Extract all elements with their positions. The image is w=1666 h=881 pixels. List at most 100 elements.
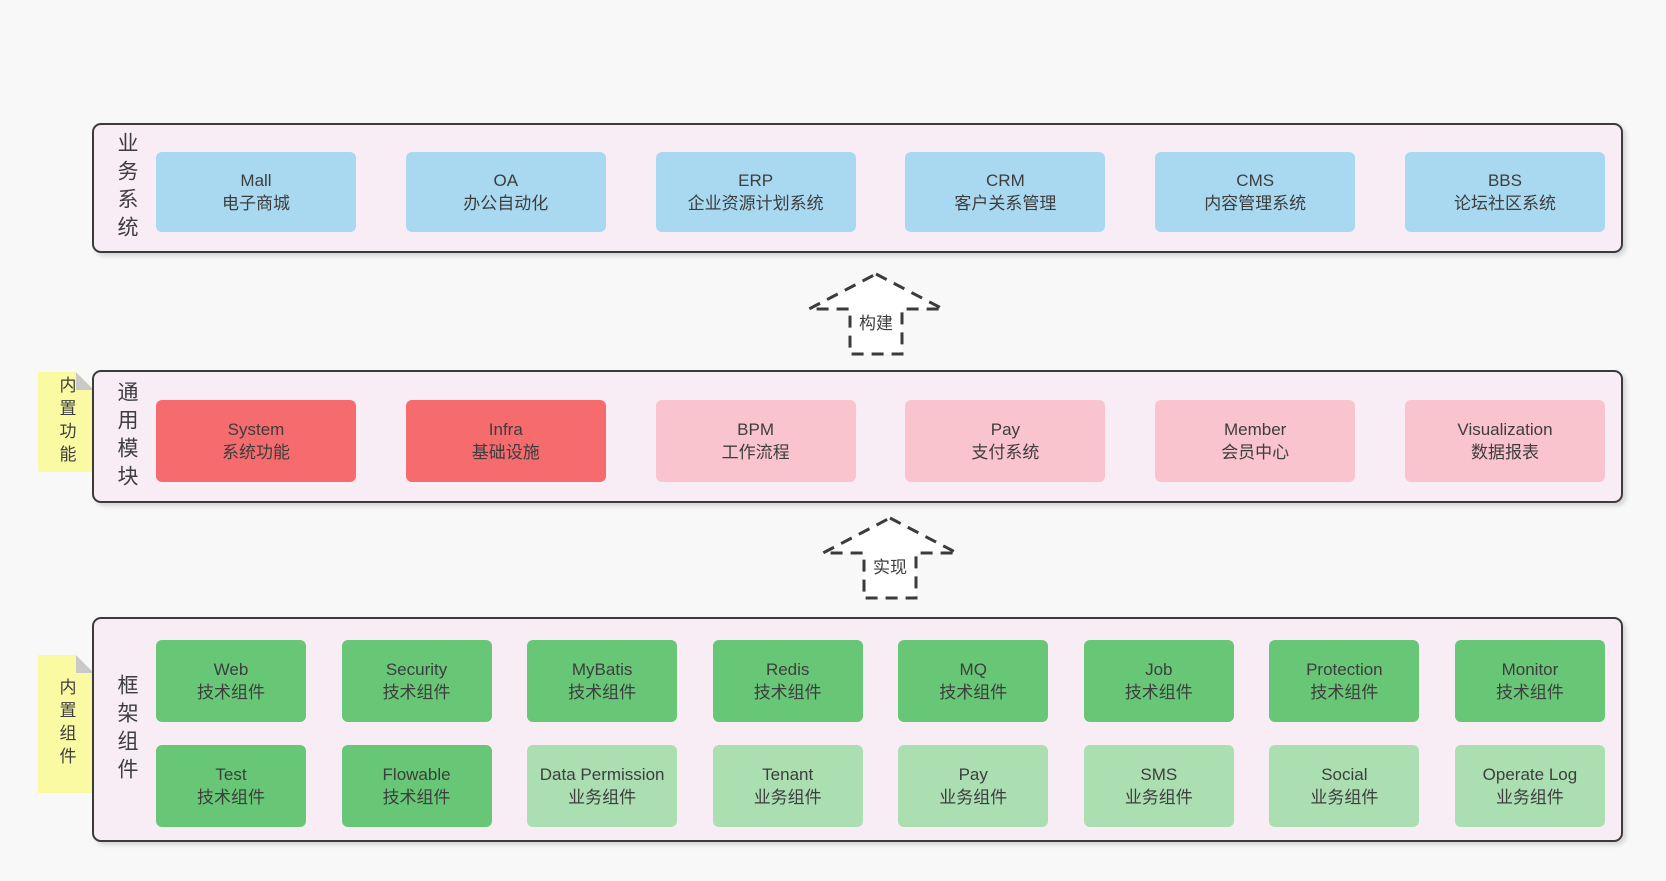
panel-side-label: 通用模块 (115, 380, 138, 493)
box-oa: OA 办公自动化 (405, 152, 606, 232)
box-desc: 内容管理系统 (1204, 194, 1307, 213)
box-desc: 技术组件 (382, 788, 451, 807)
box-desc: 技术组件 (939, 683, 1008, 702)
box-name: Mall (240, 171, 272, 190)
box-name: Flowable (382, 765, 451, 784)
box-desc: 工作流程 (721, 443, 790, 462)
business-box-row: Mall 电子商城 OA 办公自动化 ERP 企业资源计划系统 CRM 客户关系… (156, 152, 1605, 232)
box-name: Test (215, 765, 247, 784)
box-name: Pay (990, 420, 1021, 439)
box-desc: 客户关系管理 (954, 194, 1057, 213)
box-name: Visualization (1457, 420, 1553, 439)
box-pay-module: Pay 支付系统 (905, 400, 1106, 482)
box-name: Redis (765, 660, 810, 679)
box-desc: 业务组件 (568, 788, 637, 807)
box-name: Protection (1306, 660, 1383, 679)
box-mall: Mall 电子商城 (156, 152, 356, 232)
box-desc: 数据报表 (1470, 443, 1539, 462)
sticky-note-built-in-functions: 内置功能 (38, 372, 94, 472)
dashed-up-arrow-implement: 实现 (820, 515, 960, 601)
box-desc: 支付系统 (971, 443, 1040, 462)
box-tenant: Tenant 业务组件 (712, 745, 863, 827)
box-bpm: BPM 工作流程 (655, 400, 856, 482)
box-visualization: Visualization 数据报表 (1404, 400, 1605, 482)
box-crm: CRM 客户关系管理 (905, 152, 1106, 232)
box-test: Test 技术组件 (156, 745, 306, 827)
box-sms: SMS 业务组件 (1083, 745, 1234, 827)
arrow-label: 构建 (857, 309, 895, 334)
box-bbs: BBS 论坛社区系统 (1404, 152, 1605, 232)
box-desc: 业务组件 (1495, 788, 1564, 807)
box-desc: 业务组件 (1310, 788, 1379, 807)
sticky-note-built-in-components: 内置组件 (38, 655, 94, 793)
box-monitor: Monitor 技术组件 (1454, 640, 1605, 722)
box-name: Member (1224, 420, 1287, 439)
box-name: Pay (958, 765, 988, 784)
box-desc: 技术组件 (1495, 683, 1564, 702)
panel-business-systems: 业务系统 Mall 电子商城 OA 办公自动化 ERP 企业资源计划系统 CRM… (92, 123, 1623, 253)
box-data-permission: Data Permission 业务组件 (527, 745, 678, 827)
box-desc: 技术组件 (753, 683, 822, 702)
box-desc: 技术组件 (197, 788, 265, 807)
box-name: Job (1145, 660, 1173, 679)
box-desc: 业务组件 (753, 788, 822, 807)
box-name: ERP (738, 171, 774, 190)
box-web: Web 技术组件 (156, 640, 306, 722)
box-desc: 业务组件 (1124, 788, 1193, 807)
box-desc: 系统功能 (222, 443, 290, 462)
box-social: Social 业务组件 (1269, 745, 1420, 827)
box-desc: 基础设施 (471, 443, 540, 462)
box-name: MyBatis (571, 660, 633, 679)
box-name: Security (385, 660, 448, 679)
box-system: System 系统功能 (156, 400, 356, 482)
box-desc: 技术组件 (197, 683, 265, 702)
box-desc: 企业资源计划系统 (687, 194, 824, 213)
box-desc: 技术组件 (1310, 683, 1379, 702)
box-desc: 办公自动化 (463, 194, 549, 213)
box-name: Monitor (1501, 660, 1559, 679)
box-name: Tenant (762, 765, 814, 784)
box-name: Social (1321, 765, 1368, 784)
arrow-label: 实现 (871, 553, 909, 578)
modules-box-row: System 系统功能 Infra 基础设施 BPM 工作流程 Pay 支付系统… (156, 400, 1605, 482)
box-job: Job 技术组件 (1083, 640, 1234, 722)
box-erp: ERP 企业资源计划系统 (655, 152, 856, 232)
box-cms: CMS 内容管理系统 (1155, 152, 1356, 232)
box-flowable: Flowable 技术组件 (341, 745, 492, 827)
box-desc: 技术组件 (382, 683, 451, 702)
box-infra: Infra 基础设施 (405, 400, 606, 482)
box-desc: 会员中心 (1221, 443, 1290, 462)
panel-side-label: 框架组件 (115, 673, 138, 786)
box-protection: Protection 技术组件 (1269, 640, 1420, 722)
panel-framework-components: 框架组件 Web 技术组件 Security 技术组件 MyBatis 技术组件… (92, 617, 1623, 842)
box-mybatis: MyBatis 技术组件 (527, 640, 678, 722)
components-box-row-2: Test 技术组件 Flowable 技术组件 Data Permission … (156, 745, 1605, 827)
box-name: Data Permission (539, 765, 665, 784)
panel-common-modules: 通用模块 System 系统功能 Infra 基础设施 BPM 工作流程 Pay… (92, 370, 1623, 503)
box-desc: 电子商城 (222, 194, 290, 213)
box-name: MQ (959, 660, 987, 679)
box-name: BBS (1487, 171, 1522, 190)
box-name: System (227, 420, 285, 439)
box-name: Operate Log (1482, 765, 1578, 784)
sticky-note-label: 内置组件 (56, 678, 76, 770)
box-desc: 技术组件 (568, 683, 637, 702)
sticky-note-label: 内置功能 (56, 376, 76, 468)
box-name: Web (213, 660, 249, 679)
components-box-row-1: Web 技术组件 Security 技术组件 MyBatis 技术组件 Redi… (156, 640, 1605, 722)
panel-side-label: 业务系统 (115, 132, 138, 244)
box-redis: Redis 技术组件 (712, 640, 863, 722)
box-desc: 技术组件 (1124, 683, 1193, 702)
box-member: Member 会员中心 (1155, 400, 1356, 482)
box-operate-log: Operate Log 业务组件 (1454, 745, 1605, 827)
box-name: BPM (737, 420, 775, 439)
dashed-up-arrow-build: 构建 (806, 271, 946, 357)
box-pay-component: Pay 业务组件 (898, 745, 1049, 827)
box-mq: MQ 技术组件 (898, 640, 1049, 722)
box-desc: 业务组件 (939, 788, 1008, 807)
box-desc: 论坛社区系统 (1453, 194, 1556, 213)
box-name: SMS (1140, 765, 1178, 784)
box-name: OA (493, 171, 519, 190)
box-name: CRM (986, 171, 1025, 190)
